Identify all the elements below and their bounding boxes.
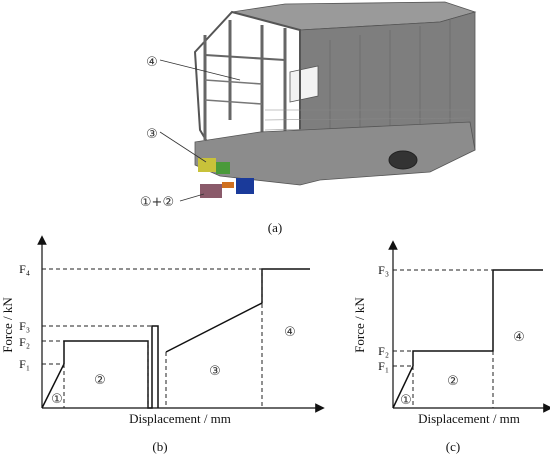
callout-3: ③ (146, 127, 158, 142)
panel-c-y-label: Force / kN (352, 297, 367, 353)
panel-c-x-label: Displacement / mm (418, 411, 520, 426)
callout-1-plus-2: ①+② (140, 195, 174, 210)
panel-b-tick-f2: F₂ (19, 335, 30, 349)
panel-b-chart (37, 235, 325, 413)
panel-c-stage-1: ① (400, 393, 412, 408)
panel-b-stage-3: ③ (209, 364, 221, 379)
vehicle-illustration (159, 1, 477, 202)
panel-c-label: (c) (446, 439, 460, 454)
panel-b-y-label: Force / kN (0, 297, 15, 353)
panel-c-curve (392, 269, 543, 409)
panel-b-label: (b) (152, 439, 167, 454)
panel-c-tick-f2: F₂ (378, 344, 389, 358)
panel-b-stage-1: ① (51, 392, 63, 407)
panel-b-tick-f3: F₃ (19, 319, 30, 333)
energy-absorber-block (216, 162, 230, 174)
panel-c-stage-2: ② (447, 374, 459, 389)
energy-absorber-block (198, 158, 216, 172)
panel-c-tick-f1: F₁ (378, 359, 389, 373)
panel-c-chart (388, 240, 550, 413)
coupler-head (200, 184, 222, 198)
panel-c-stage-4: ④ (513, 330, 525, 345)
panel-b-stage-4: ④ (284, 325, 296, 340)
coupler-block (236, 178, 254, 194)
panel-b-x-label: Displacement / mm (129, 411, 231, 426)
panel-a-label: (a) (268, 220, 282, 235)
callout-4: ④ (146, 55, 158, 70)
panel-c-tick-f3: F₃ (378, 263, 389, 277)
panel-b-tick-f1: F₁ (19, 357, 30, 371)
panel-b-tick-f4: F₄ (19, 262, 30, 276)
panel-b-stage-2: ② (94, 373, 106, 388)
coupler-rod (222, 182, 234, 188)
